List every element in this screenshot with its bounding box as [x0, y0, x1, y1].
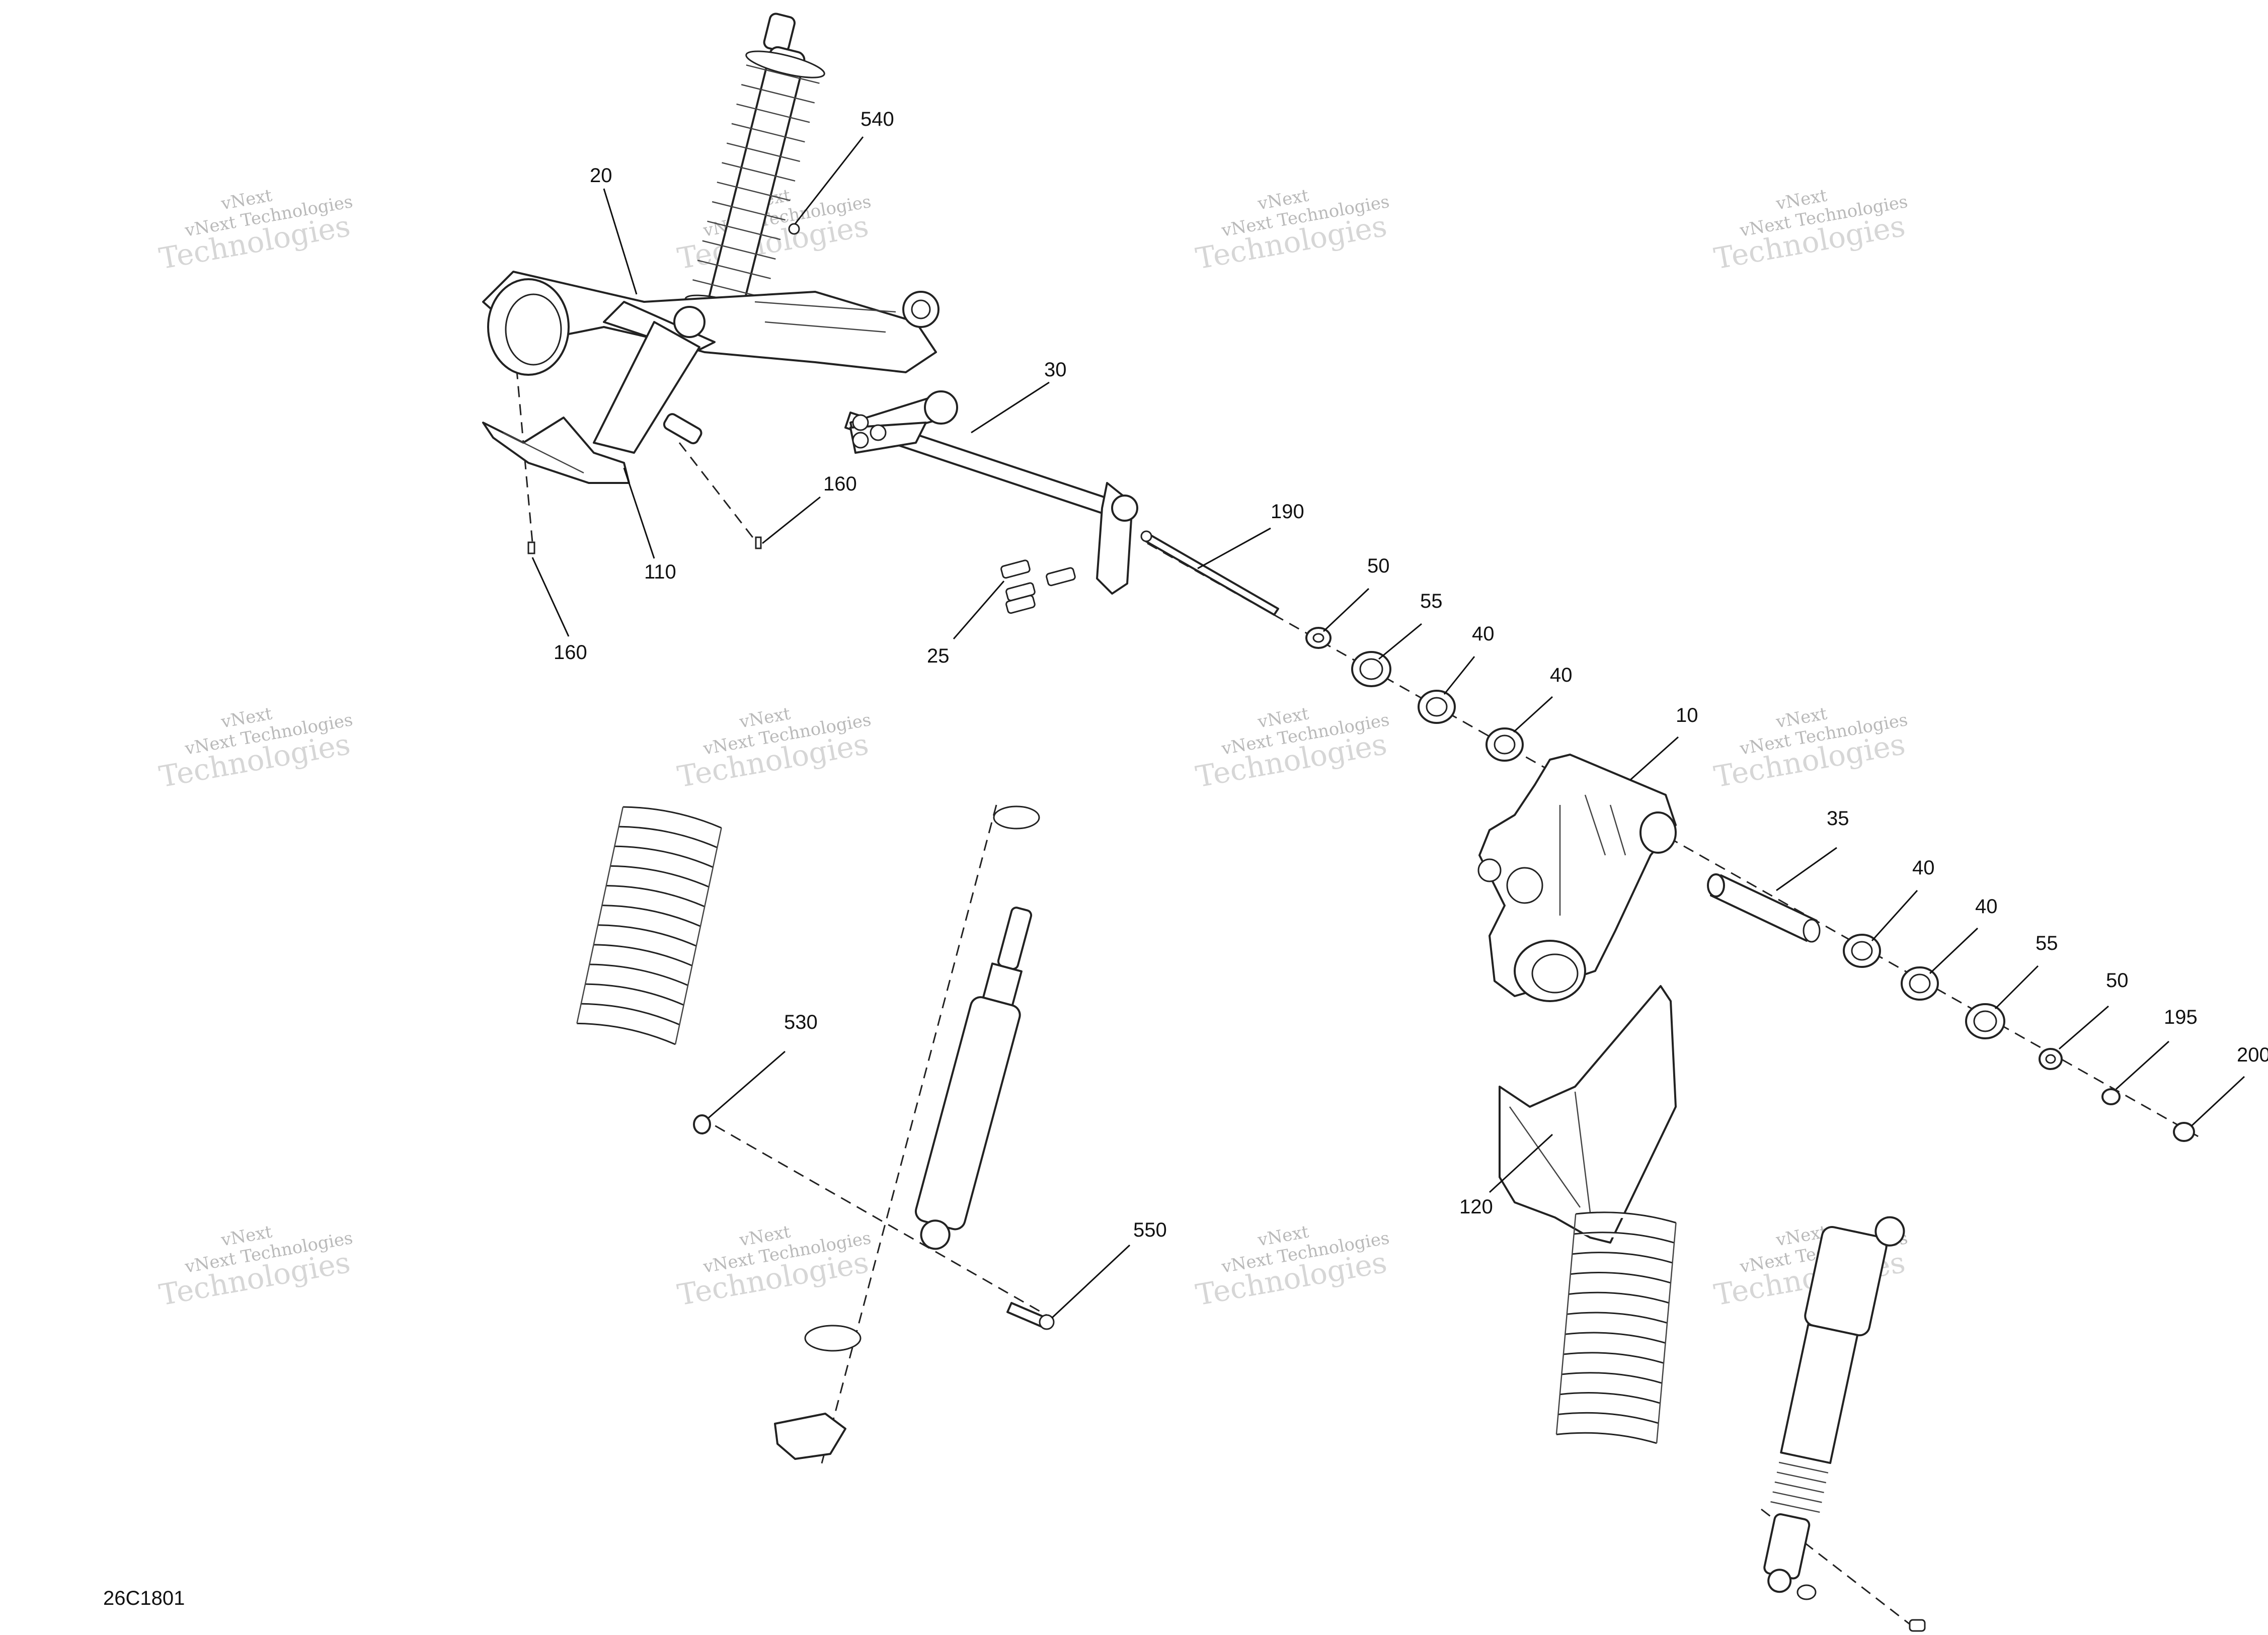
nut-200 — [2173, 1122, 2195, 1142]
nut-540 — [788, 223, 800, 235]
watermark-11: vNext vNext Technologies Technologies — [1193, 1221, 1391, 1312]
watermark-1: vNext vNext Technologies Technologies — [157, 185, 354, 276]
watermark-6: vNext vNext Technologies Technologies — [675, 703, 873, 794]
callout-190: 190 — [1271, 501, 1304, 523]
callout-25: 25 — [927, 645, 950, 667]
coil-spring-right — [1555, 1211, 1677, 1444]
callout-10: 10 — [1676, 704, 1698, 726]
watermark-5: vNext vNext Technologies Technologies — [157, 703, 354, 794]
sway-bar-30 — [844, 390, 1138, 595]
pin-160-a — [755, 536, 762, 549]
seal-55-b — [1965, 1003, 2005, 1039]
watermark-9: vNext vNext Technologies Technologies — [157, 1221, 354, 1312]
callout-30: 30 — [1044, 359, 1067, 381]
drawing-code: 26C1801 — [103, 1587, 185, 1609]
callout-160-a: 160 — [823, 473, 857, 495]
skid-guard-120 — [1499, 985, 1677, 1244]
callout-50-a: 50 — [1367, 555, 1390, 577]
watermark-7: vNext vNext Technologies Technologies — [1193, 703, 1391, 794]
callout-550: 550 — [1133, 1219, 1167, 1241]
seal-55-a — [1351, 651, 1391, 687]
pivot-bolt — [663, 413, 702, 445]
callout-55-a: 55 — [1420, 590, 1443, 612]
callout-160-b: 160 — [554, 641, 587, 664]
washer-50-a — [1305, 627, 1332, 649]
assembly-axes — [512, 332, 2200, 1631]
pin-160-b — [527, 541, 535, 554]
watermark-3: vNext vNext Technologies Technologies — [1193, 185, 1391, 276]
upper-a-arm-20 — [482, 13, 940, 454]
bolt-550 — [1006, 1302, 1055, 1330]
callout-55-b: 55 — [2036, 932, 2058, 954]
callout-50-b: 50 — [2106, 969, 2129, 992]
washer-50-b — [2039, 1048, 2063, 1070]
shock-right — [1763, 1216, 1905, 1593]
callout-labels: 540 20 30 160 110 160 190 25 50 55 40 40… — [554, 108, 2268, 1241]
callout-40-c: 40 — [1912, 857, 1935, 879]
bolts-25 — [1000, 559, 1076, 614]
bearing-40-d — [1901, 966, 1939, 1001]
bearing-40-b — [1485, 727, 1524, 762]
bearing-40-c — [1843, 934, 1881, 968]
callout-540: 540 — [861, 108, 894, 130]
callout-200: 200 — [2237, 1044, 2268, 1066]
callout-40-a: 40 — [1472, 623, 1495, 645]
bushing-530 — [693, 1114, 711, 1134]
watermark-10: vNext vNext Technologies Technologies — [675, 1221, 873, 1312]
coil-spring-left — [576, 806, 722, 1045]
callout-35: 35 — [1827, 807, 1849, 830]
washer-195 — [2101, 1088, 2121, 1105]
sleeve-35 — [1707, 873, 1821, 943]
bearing-40-a — [1418, 690, 1456, 724]
callout-530: 530 — [784, 1011, 818, 1033]
callout-40-d: 40 — [1975, 895, 1998, 918]
callout-110: 110 — [644, 561, 676, 583]
pin-190 — [1140, 530, 1279, 616]
watermark-4: vNext vNext Technologies Technologies — [1711, 185, 1909, 276]
callout-195: 195 — [2164, 1006, 2198, 1028]
leader-lines — [531, 136, 2245, 1319]
shock-left — [774, 805, 1040, 1460]
callout-40-b: 40 — [1550, 664, 1573, 686]
guard-110 — [482, 417, 630, 484]
watermark-8: vNext vNext Technologies Technologies — [1711, 703, 1909, 794]
callout-20: 20 — [590, 165, 612, 187]
callout-120: 120 — [1459, 1196, 1493, 1218]
clip-bottom-right — [1796, 1584, 1926, 1632]
bracket-10 — [1477, 754, 1677, 1002]
